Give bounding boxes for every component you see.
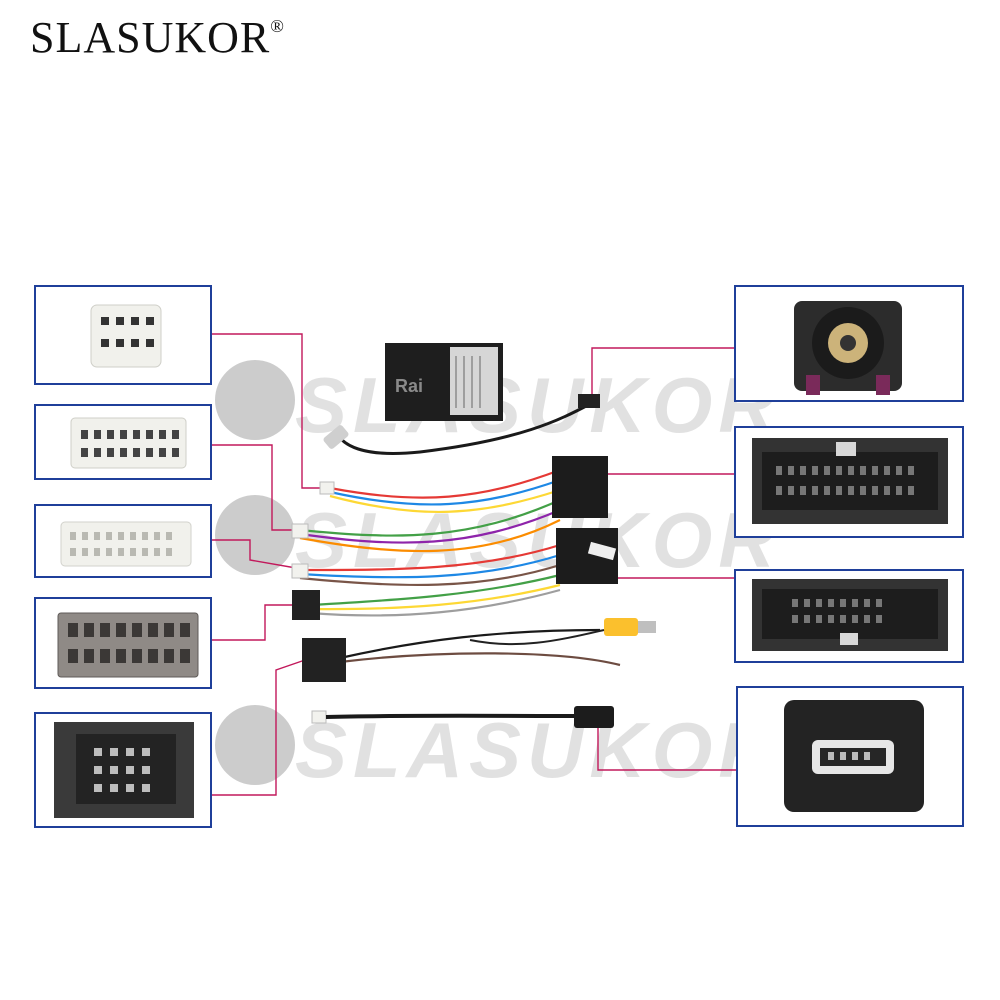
connector-panel-white-24pin (34, 504, 212, 578)
usb-cable (311, 706, 614, 728)
fakra-antenna-connector-image (794, 301, 902, 395)
connector-panel-white-20pin (34, 404, 212, 480)
brand-name: SLASUKOR (30, 13, 271, 62)
brand-logo: SLASUKOR® (30, 12, 285, 63)
white-12pin-connector-image (90, 304, 162, 368)
connector-panel-mini-usb (736, 686, 964, 827)
connector-panel-gray-16pin (34, 597, 212, 689)
connector-panel-black-socket-lower (734, 569, 964, 663)
watermark-logo (215, 495, 295, 575)
module-label: Rai (395, 376, 423, 396)
canbus-decoder-module: Rai (385, 343, 503, 421)
black-12pin-connector-image (54, 722, 194, 818)
antenna-adapter-cable (323, 394, 600, 455)
connector-panel-white-12pin (34, 285, 212, 385)
wire-bundle (299, 468, 621, 667)
leader-lines (212, 333, 736, 796)
black-socket-upper-image (752, 438, 948, 524)
gray-16pin-connector-image (57, 612, 199, 678)
harness-connectors (291, 456, 618, 682)
watermark-logo (215, 360, 295, 440)
white-20pin-connector-image (70, 417, 187, 469)
connector-panel-black-socket-upper (734, 426, 964, 538)
watermark-logo (215, 705, 295, 785)
watermark-text: SLASUKOR (295, 361, 781, 449)
rca-camera-plug (469, 618, 656, 646)
white-24pin-connector-image (60, 521, 192, 567)
watermark-text: SLASUKOR (295, 706, 781, 794)
connector-panel-black-12pin (34, 712, 212, 828)
connector-panel-fakra-antenna (734, 285, 964, 402)
mini-usb-connector-image (784, 700, 924, 812)
registered-mark: ® (270, 16, 285, 36)
black-socket-lower-image (752, 579, 948, 651)
